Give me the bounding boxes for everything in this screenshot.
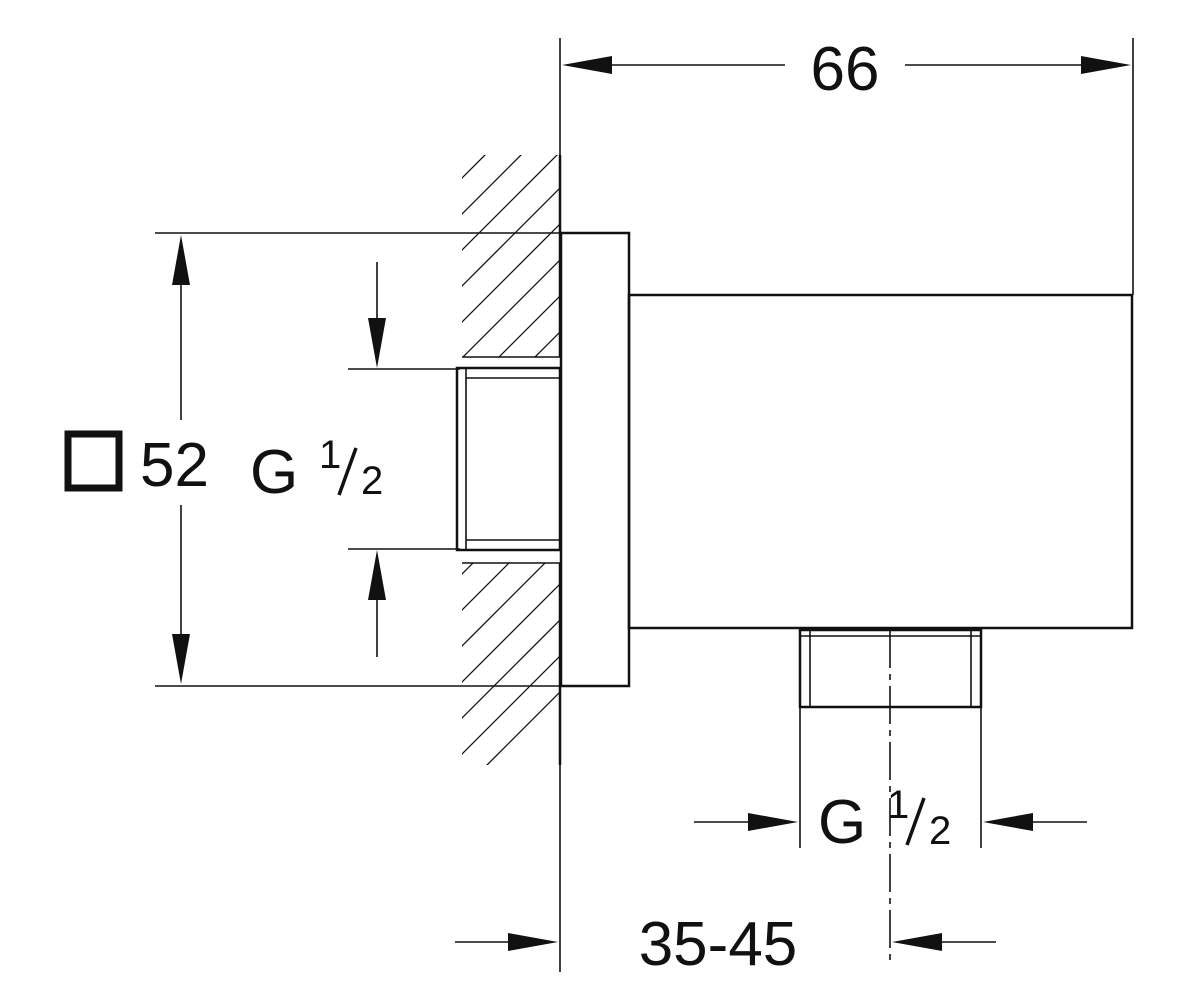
hatch-line	[462, 599, 560, 741]
dimension-square-size	[155, 232, 561, 687]
inlet-thread-fraction-slash	[337, 447, 358, 496]
outlet-thread-fraction-slash	[905, 797, 926, 846]
hatch-line	[462, 635, 560, 765]
hatch-line	[462, 563, 560, 705]
inlet-thread-numerator: 1	[319, 433, 341, 477]
dimension-overall-length	[559, 38, 1134, 295]
hatch-line	[462, 155, 560, 237]
dimension-wall-to-outlet	[455, 765, 996, 972]
square-symbol-icon	[64, 430, 123, 492]
wall-to-outlet-label: 35-45	[639, 910, 798, 979]
hatch-line	[462, 167, 560, 309]
flange-plate	[559, 231, 631, 688]
inlet-thread-letter: G	[250, 438, 298, 507]
square-size-label: 52	[140, 431, 209, 500]
dimension-inlet-thread	[348, 262, 460, 657]
dimension-outlet-thread	[694, 707, 1087, 848]
hatch-line	[462, 203, 560, 345]
outlet-thread-letter: G	[818, 788, 866, 857]
square-body	[627, 293, 1134, 630]
inlet-thread-denominator: 2	[361, 459, 383, 503]
hatch-line	[462, 671, 560, 765]
wall-cutout	[458, 357, 562, 563]
hatch-line	[462, 155, 560, 201]
outlet-thread-numerator: 1	[887, 783, 909, 827]
overall-length-label: 66	[811, 35, 880, 104]
hatch-line	[462, 155, 560, 273]
outlet-thread-denominator: 2	[929, 809, 951, 853]
